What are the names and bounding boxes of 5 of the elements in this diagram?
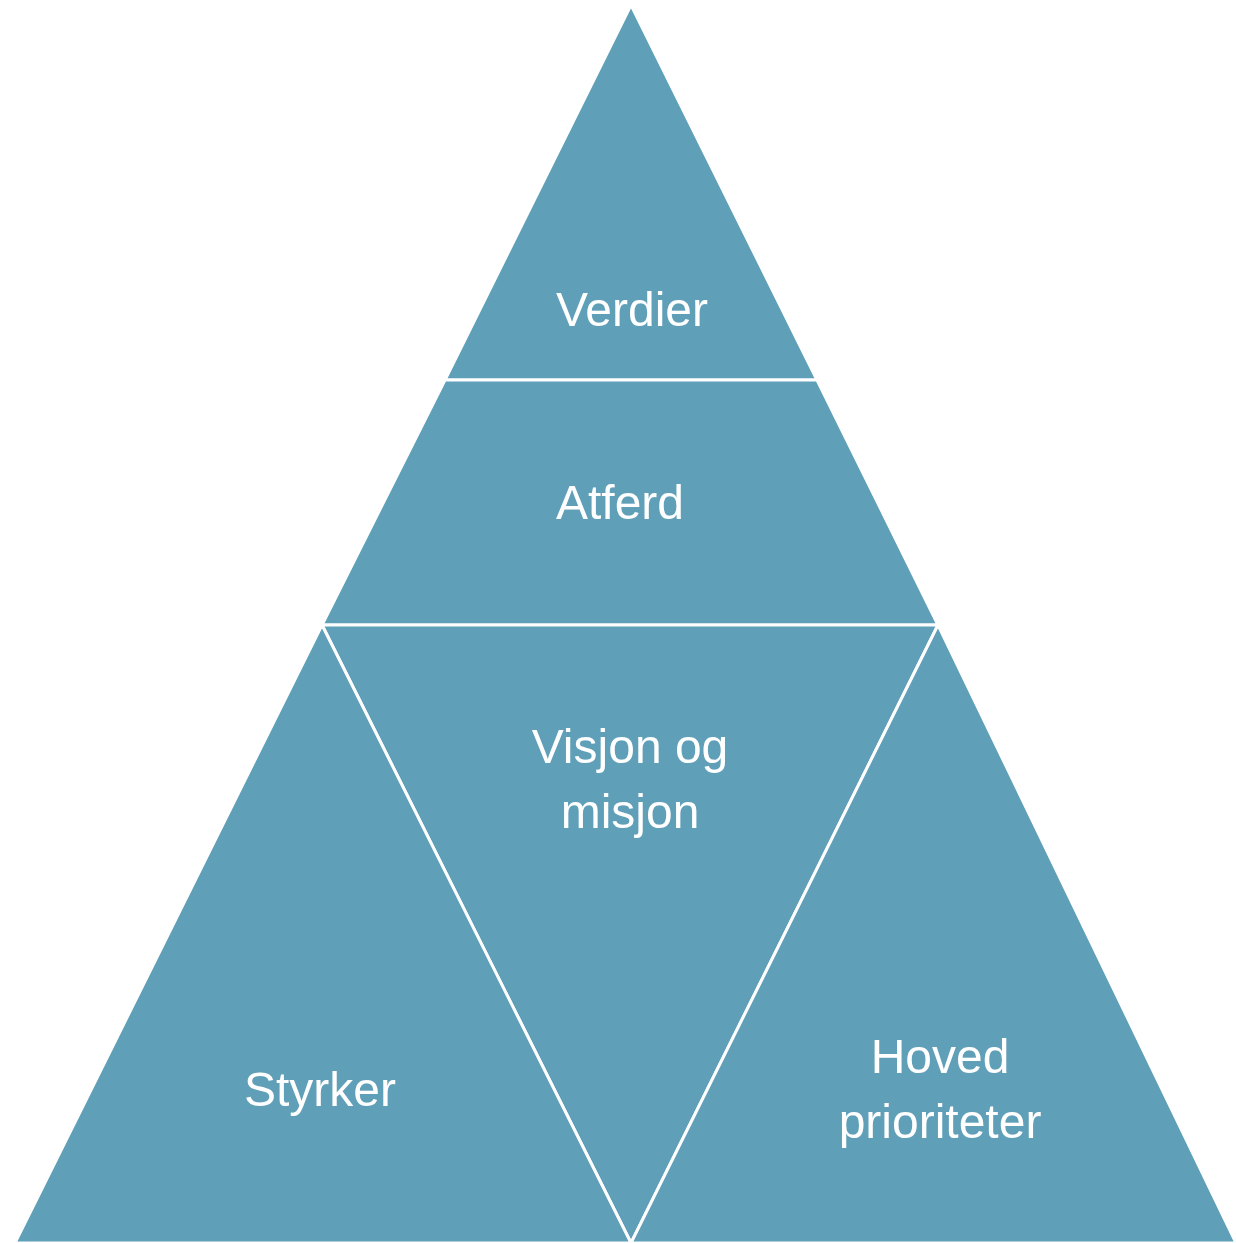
segment-label: Atferd	[554, 474, 686, 531]
segment-label: Visjon og misjon	[530, 719, 730, 840]
segment-label: Styrker	[243, 1061, 397, 1118]
segment-label: Verdier	[554, 281, 710, 338]
segment-label: Hoved prioriteter	[837, 1029, 1043, 1150]
